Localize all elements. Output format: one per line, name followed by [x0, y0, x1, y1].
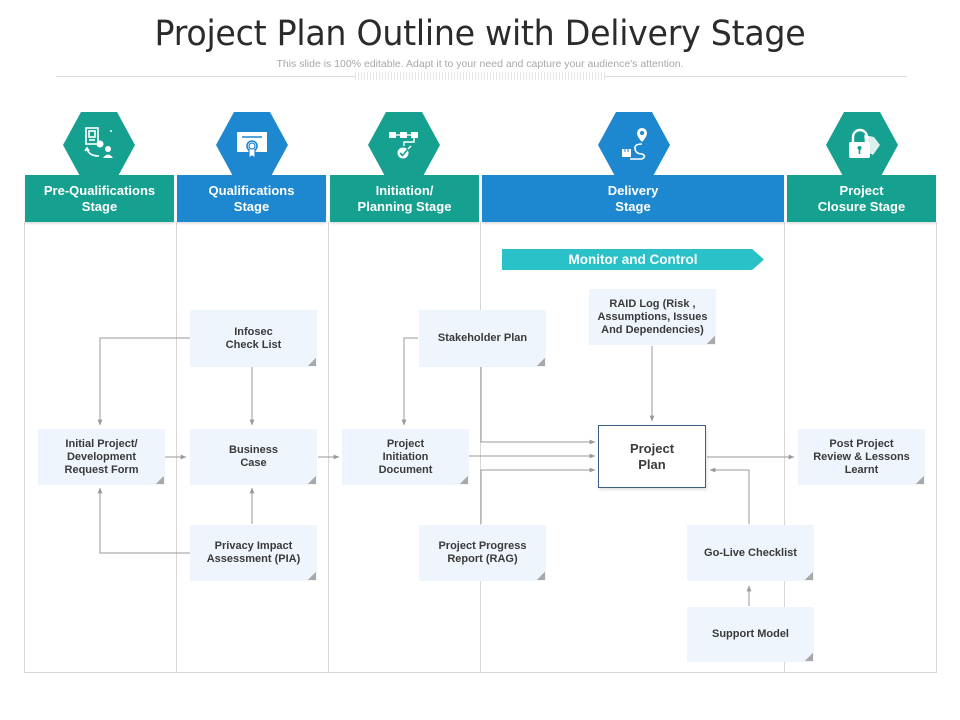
page-fold-icon — [308, 572, 316, 580]
monitor-and-control-banner: Monitor and Control — [502, 249, 764, 270]
process-flow-check-icon — [368, 112, 440, 178]
node-business-case: Business Case — [190, 429, 317, 485]
page-fold-icon — [707, 336, 715, 344]
node-project-progress-report: Project Progress Report (RAG) — [419, 525, 546, 581]
node-stakeholder-plan: Stakeholder Plan — [419, 310, 546, 367]
page-fold-icon — [308, 476, 316, 484]
lane-divider — [784, 222, 785, 673]
title-divider-right — [605, 76, 907, 77]
node-privacy-impact-assessment: Privacy Impact Assessment (PIA) — [190, 525, 317, 581]
node-label: RAID Log (Risk , Assumptions, Issues And… — [597, 297, 708, 336]
node-go-live-checklist: Go-Live Checklist — [687, 525, 814, 581]
title-divider-left — [56, 76, 356, 77]
title-divider-center — [355, 72, 605, 80]
certificate-icon — [216, 112, 288, 178]
lock-tag-icon — [826, 112, 898, 178]
page-fold-icon — [916, 476, 924, 484]
node-label: Project Progress Report (RAG) — [438, 540, 527, 565]
node-raid-log: RAID Log (Risk , Assumptions, Issues And… — [589, 289, 716, 345]
lane-divider — [328, 222, 329, 673]
node-project-initiation-document: Project Initiation Document — [342, 429, 469, 485]
page-fold-icon — [308, 358, 316, 366]
stage-header-qualifications: Qualifications Stage — [177, 175, 326, 222]
node-label: Support Model — [712, 628, 789, 640]
stage-header-initiation-planning: Initiation/ Planning Stage — [330, 175, 479, 222]
delivery-route-icon — [598, 112, 670, 178]
lane-divider — [480, 222, 481, 673]
node-post-project-review: Post Project Review & Lessons Learnt — [798, 429, 925, 485]
node-label: Privacy Impact Assessment (PIA) — [206, 540, 301, 565]
stage-header-pre-qualifications: Pre-Qualifications Stage — [25, 175, 174, 222]
node-project-plan: Project Plan — [598, 425, 706, 488]
node-label: Post Project Review & Lessons Learnt — [813, 437, 910, 476]
node-label: Initial Project/ Development Request For… — [64, 437, 139, 476]
page-fold-icon — [805, 572, 813, 580]
page-fold-icon — [805, 653, 813, 661]
node-label: Stakeholder Plan — [437, 332, 528, 344]
page-fold-icon — [537, 358, 545, 366]
node-label: Infosec Check List — [225, 325, 282, 351]
page-fold-icon — [460, 476, 468, 484]
stage-header-project-closure: Project Closure Stage — [787, 175, 936, 222]
page-subtitle: This slide is 100% editable. Adapt it to… — [276, 58, 684, 70]
page-title: Project Plan Outline with Delivery Stage — [154, 14, 806, 54]
node-label: Go-Live Checklist — [704, 546, 797, 559]
stage-header-delivery: Delivery Stage — [482, 175, 784, 222]
page-fold-icon — [537, 572, 545, 580]
form-approval-user-icon — [63, 112, 135, 178]
node-support-model: Support Model — [687, 607, 814, 662]
node-label: Project Initiation Document — [378, 437, 433, 476]
node-label: Business Case — [229, 444, 278, 469]
lane-divider — [176, 222, 177, 673]
node-infosec-check-list: Infosec Check List — [190, 310, 317, 367]
node-initial-project-request: Initial Project/ Development Request For… — [38, 429, 165, 485]
page-fold-icon — [156, 476, 164, 484]
